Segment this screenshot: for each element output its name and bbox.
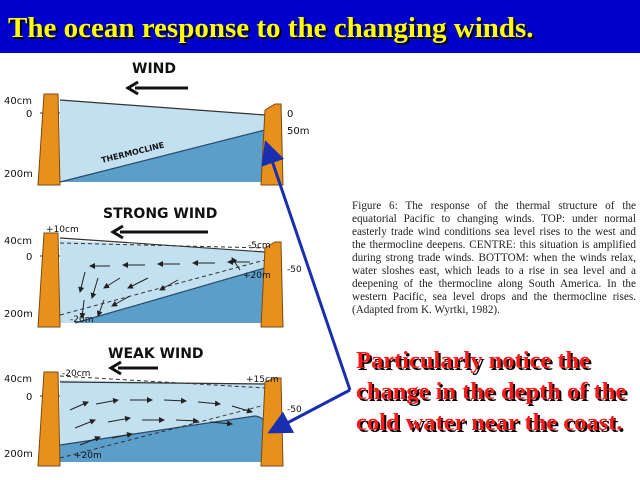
bottom-wind-arrowhead — [108, 360, 122, 376]
figure-panel: WIND THERMOCLINE 40cm 0 200m 0 50m STRON… — [0, 53, 640, 480]
top-thermocline-line — [59, 129, 266, 183]
middle-label-minus5cm: -5cm — [248, 241, 271, 251]
figure-caption: Figure 6: The response of the thermal st… — [352, 200, 636, 316]
bottom-normal-surface — [59, 375, 266, 389]
bottom-left-land — [37, 371, 61, 467]
top-left-label-0: 0 — [26, 109, 32, 120]
middle-panel: STRONG WIND — [4, 206, 302, 328]
top-left-label-40cm: 40cm — [4, 96, 32, 107]
middle-left-label-200m: 200m — [4, 309, 33, 320]
bottom-left-label-0: 0 — [26, 392, 32, 403]
bottom-cold-water — [60, 416, 266, 462]
middle-label-plus20m: +20m — [243, 271, 271, 281]
bottom-wind-label: WEAK WIND — [108, 346, 204, 362]
middle-wind-label: STRONG WIND — [103, 206, 217, 222]
slide-title: The ocean response to the changing winds… — [8, 12, 534, 44]
middle-left-label-0: 0 — [26, 252, 32, 263]
middle-sea-surface — [59, 237, 266, 253]
bottom-panel: WEAK WIND — [4, 346, 302, 467]
middle-normal-surface — [59, 242, 266, 249]
top-right-label-0: 0 — [287, 109, 293, 120]
bottom-label-plus20m: +20m — [74, 451, 102, 461]
callout-arrows — [261, 140, 352, 434]
middle-flow-arrows — [78, 257, 250, 319]
bottom-label-minus20cm: -20cm — [62, 369, 90, 379]
middle-right-land — [260, 241, 284, 328]
middle-label-minus20m: -20m — [70, 315, 93, 325]
bottom-normal-thermocline — [59, 404, 266, 459]
top-right-land — [260, 103, 284, 186]
bottom-label-plus15cm: +15cm — [246, 375, 279, 385]
callout-arrow-bottom — [267, 388, 351, 434]
middle-left-label-40cm: 40cm — [4, 236, 32, 247]
top-right-label-50m: 50m — [287, 126, 309, 137]
top-left-land — [37, 93, 61, 186]
middle-left-land — [37, 232, 61, 328]
callout-arrow-top — [261, 140, 352, 391]
middle-label-minus50: -50 — [287, 265, 302, 275]
top-panel: WIND THERMOCLINE 40cm 0 200m 0 50m — [4, 61, 309, 186]
middle-label-plus10cm: +10cm — [46, 225, 79, 235]
middle-thermocline-line — [74, 267, 266, 324]
top-wind-arrowhead — [125, 80, 139, 96]
ocean-diagram: WIND THERMOCLINE 40cm 0 200m 0 50m STRON… — [4, 61, 352, 467]
bottom-left-label-200m: 200m — [4, 449, 33, 460]
top-left-label-200m: 200m — [4, 169, 33, 180]
callout-text: Particularly notice the change in the de… — [356, 347, 627, 436]
bottom-label-minus50: -50 — [287, 405, 302, 415]
top-sea-surface — [59, 99, 266, 116]
middle-wind-arrowhead — [110, 224, 124, 240]
bottom-left-label-40cm: 40cm — [4, 374, 32, 385]
top-wind-label: WIND — [132, 61, 176, 77]
bottom-right-land — [260, 377, 284, 467]
bottom-sea-surface — [59, 381, 266, 385]
bottom-flow-arrows — [69, 397, 253, 446]
